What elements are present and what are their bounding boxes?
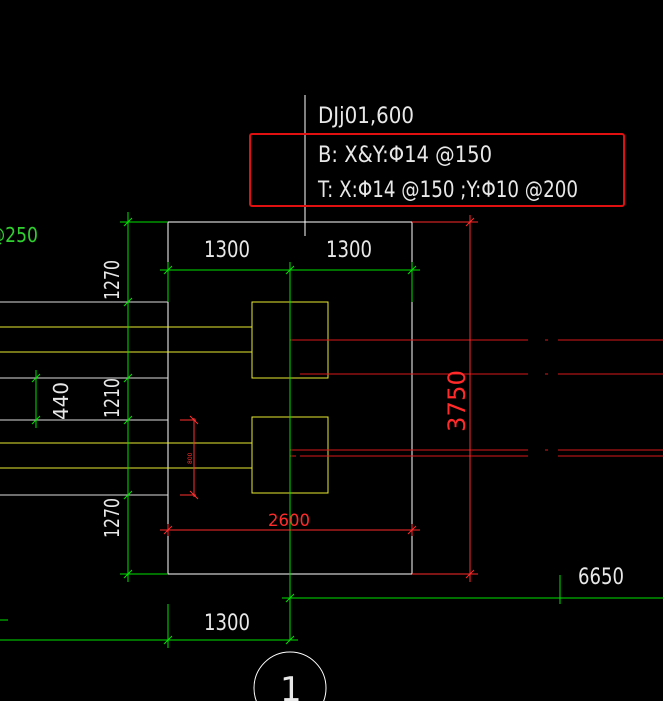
dim-left-lower: 1270 xyxy=(100,498,124,538)
axis-bubble xyxy=(253,651,327,701)
red-line-breaks xyxy=(528,335,558,462)
dim-bottom-width: 2600 xyxy=(268,511,310,531)
dim-left-upper: 1270 xyxy=(100,260,124,300)
green-dimension-lines xyxy=(0,212,663,648)
dim-right-height: 3750 xyxy=(443,370,471,432)
bottom-rebar-label: B: X&Y:Φ14 @150 xyxy=(318,143,492,168)
red-line-break-dots xyxy=(545,339,548,451)
beam-lines-yellow xyxy=(0,326,252,469)
dim-small-tag: 800 xyxy=(187,452,194,464)
beam-lines-left xyxy=(0,301,168,496)
annotation-highlight-box xyxy=(249,133,625,207)
dim-partial-left: @250 xyxy=(0,223,38,247)
small-red-bracket xyxy=(180,415,199,500)
axis-bubble-label: 1 xyxy=(280,670,302,701)
red-dimension-lines xyxy=(160,215,478,582)
dim-top-right: 1300 xyxy=(326,238,372,263)
dim-top-left: 1300 xyxy=(204,238,250,263)
dim-left-middle: 1210 xyxy=(100,378,124,418)
top-rebar-label: T: X:Φ14 @150 ;Y:Φ10 @200 xyxy=(317,178,578,203)
dim-lower-left: 1300 xyxy=(204,611,250,636)
dim-lower-right: 6650 xyxy=(578,565,624,590)
foundation-name-label: DJj01,600 xyxy=(318,104,414,129)
dim-far-left: 440 xyxy=(49,382,73,420)
